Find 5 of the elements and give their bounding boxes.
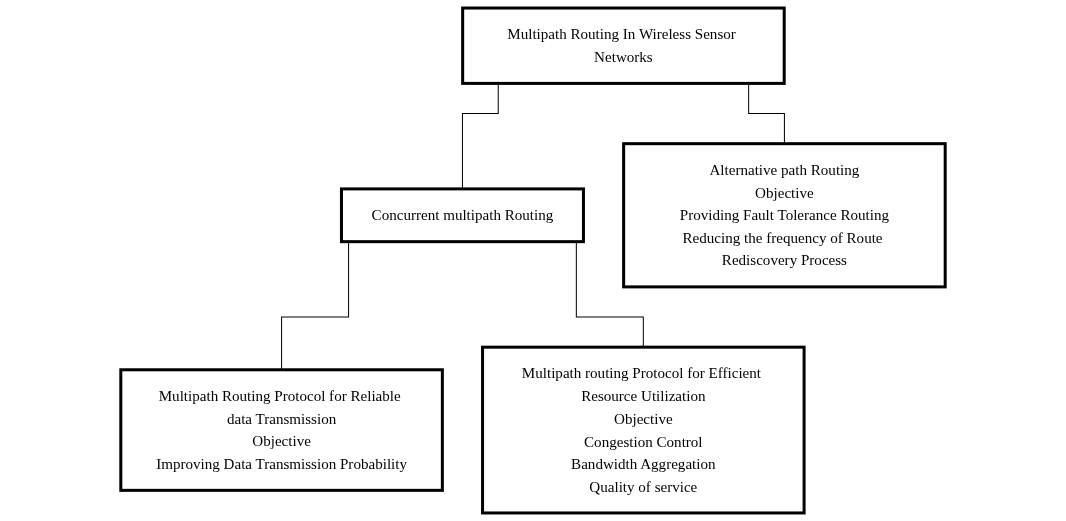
node-box: Multipath routing Protocol for Efficient Resource Utilization Objective Congestion Control Bandwidth Aggregation Quality of service [481, 345, 806, 515]
node-box: Multipath Routing In Wireless Sensor Networks [461, 6, 786, 85]
node-box: Alternative path Routing Objective Providing Fault Tolerance Routing Reducing the frequency of Route Rediscovery Process [622, 142, 947, 289]
node-box: Concurrent multipath Routing [339, 187, 585, 244]
node-box: Multipath Routing Protocol for Reliable data Transmission Objective Improving Data Transmission Probability [119, 368, 444, 492]
